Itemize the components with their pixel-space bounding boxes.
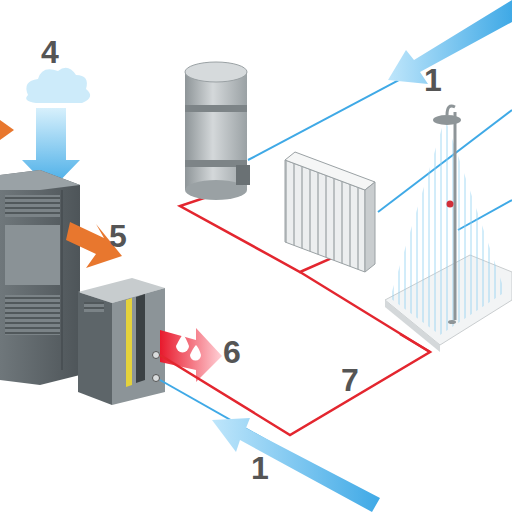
- callout-number: 5: [109, 220, 127, 252]
- cold-water-pipe: [160, 20, 512, 500]
- callout-number: 7: [341, 364, 359, 396]
- callout-number: 1: [251, 452, 269, 484]
- radiator: [285, 152, 375, 272]
- callout-number: 6: [223, 336, 241, 368]
- callout-number: 4: [41, 36, 59, 68]
- water-tank: [185, 62, 250, 200]
- heat-arrow: [0, 120, 14, 140]
- callout-number: 1: [424, 64, 442, 96]
- cold-water-arrow: [212, 418, 380, 512]
- shower: [385, 106, 512, 352]
- heat-recovery-unit: [78, 278, 165, 405]
- compressor-cabinet: [0, 170, 80, 385]
- cold-water-arrow: [388, 0, 512, 84]
